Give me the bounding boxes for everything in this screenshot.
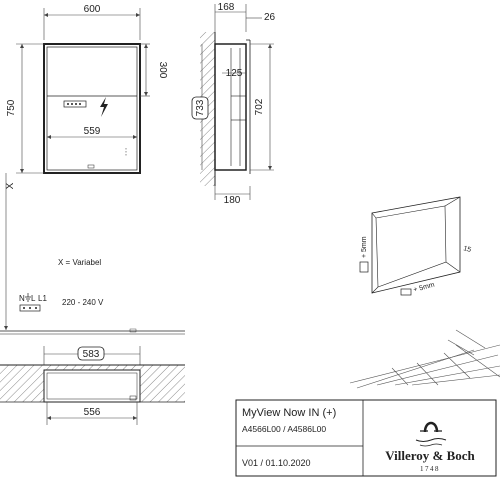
protrusion-label: 26: [264, 12, 276, 23]
clearance-bottom-label: + 5mm: [413, 282, 436, 294]
socket-icon: [63, 100, 87, 108]
floor-grid: [349, 329, 500, 389]
voltage-label: 220 - 240 V: [62, 298, 104, 307]
clearance-right-label: 15: [462, 245, 471, 254]
side-view: 168 26 733 125 702 180: [191, 2, 276, 206]
body-height-box: [191, 96, 209, 120]
inner-height-label: 702: [254, 98, 265, 115]
product-name: MyView Now IN (+): [242, 407, 336, 419]
front-height-label: 750: [6, 99, 17, 116]
shelf-depth-label: 125: [226, 68, 243, 79]
niche-outer: [371, 196, 461, 294]
variable-height-label: X: [5, 182, 16, 189]
section-view: 583 556: [0, 328, 185, 425]
brand-name: Villeroy & Boch: [385, 448, 475, 463]
terminal-l-label: L: [31, 294, 36, 303]
article-numbers: A4566L00 / A4586L00: [242, 424, 326, 434]
outer-width-box: [77, 346, 105, 361]
section-inner-width-label: 556: [84, 407, 101, 418]
cabinet-inner-frame: [46, 46, 138, 171]
earth-icon: [25, 293, 31, 302]
niche-detail: 15 + 5mm + 5mm: [359, 196, 472, 296]
cabinet-outer-frame: [43, 43, 141, 174]
terminal-l1-label: L1: [38, 294, 47, 303]
inner-width-label: 559: [84, 126, 101, 137]
niche-inner: [375, 205, 447, 288]
front-width-label: 600: [84, 4, 101, 15]
title-block: MyView Now IN (+) A4566L00 / A4586L00 V0…: [235, 399, 497, 477]
section-wall-hatch: [0, 365, 185, 402]
variable-note: X = Variabel: [58, 258, 101, 267]
clearance-top-label: + 5mm: [361, 236, 368, 258]
niche-depth-label: 180: [224, 195, 241, 206]
version-date: V01 / 01.10.2020: [242, 458, 311, 468]
front-view: 600 300 559 750 X: [4, 4, 168, 330]
side-depth-label: 168: [218, 2, 235, 13]
terminal-n-label: N: [19, 294, 25, 303]
section-outer-width-label: 583: [83, 349, 100, 360]
shelf-height-label: 300: [157, 62, 168, 79]
section-cabinet: [43, 369, 141, 403]
brand-year: 1748: [420, 465, 440, 473]
terminal-block: [19, 304, 41, 312]
title-block-frame: [235, 399, 497, 477]
side-cabinet-body: [214, 43, 247, 171]
brand-logo-icon: [415, 421, 447, 447]
body-height-label: 733: [195, 99, 206, 116]
notes: X = Variabel N L L1 220 - 240 V: [19, 258, 104, 312]
lightning-icon: [100, 97, 108, 117]
